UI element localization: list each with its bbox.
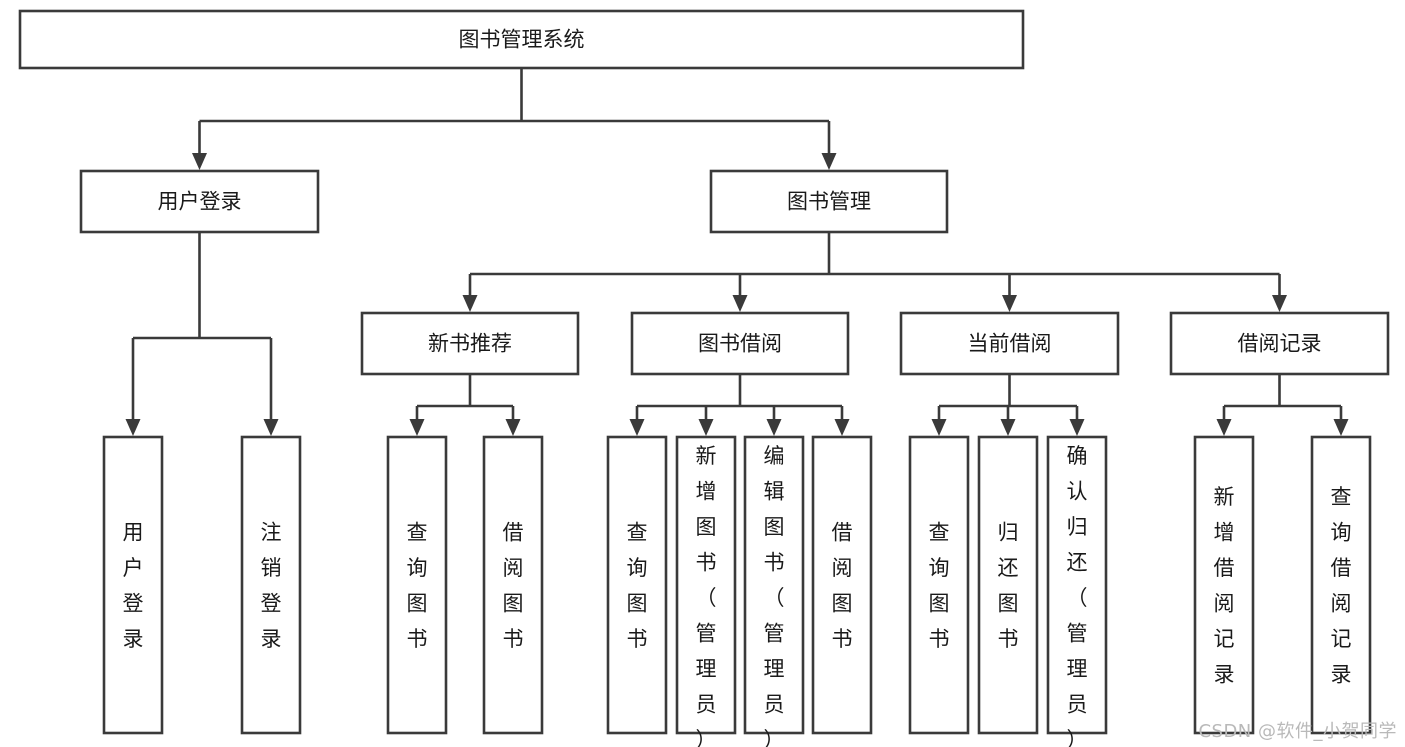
connectors-layer (125, 68, 1349, 436)
node-borrow-add-book[interactable]: 新增图书（管理员） (675, 435, 737, 747)
nodes-layer: 图书管理系统用户登录用户登录注销登录图书管理新书推荐查询图书借阅图书图书借阅查询… (18, 9, 1390, 747)
arrow-head-icon (1069, 419, 1085, 436)
node-label-borrow-record: 借阅记录 (1238, 332, 1322, 356)
node-label-book-management: 图书管理 (787, 190, 871, 214)
arrow-head-icon (1000, 419, 1016, 436)
arrow-head-icon (462, 295, 478, 312)
arrow-head-icon (263, 419, 279, 436)
node-recommend-borrow-book[interactable]: 借阅图书 (482, 435, 544, 735)
arrow-head-icon (698, 419, 714, 436)
node-label-current-borrow: 当前借阅 (968, 332, 1052, 356)
node-current-return-book[interactable]: 归还图书 (977, 435, 1039, 735)
node-book-management[interactable]: 图书管理 (709, 169, 949, 234)
node-label-user-login-leaf: 用户登录 (123, 521, 144, 652)
arrow-head-icon (629, 419, 645, 436)
node-box-recommend-query-book[interactable] (386, 435, 448, 735)
node-label-root: 图书管理系统 (459, 28, 585, 52)
node-label-recommend-query-book: 查询图书 (407, 521, 428, 652)
arrow-head-icon (821, 153, 837, 170)
node-record-add[interactable]: 新增借阅记录 (1193, 435, 1255, 735)
node-root[interactable]: 图书管理系统 (18, 9, 1025, 70)
node-label-recommend-borrow-book: 借阅图书 (503, 521, 524, 652)
node-box-borrow-edit-book[interactable] (743, 435, 805, 735)
node-box-record-add[interactable] (1193, 435, 1255, 735)
node-label-user-logout-leaf: 注销登录 (261, 521, 282, 652)
arrow-head-icon (1333, 419, 1349, 436)
node-box-book-management[interactable] (709, 169, 949, 234)
node-box-new-book-recommend[interactable] (360, 311, 580, 376)
node-current-confirm-return[interactable]: 确认归还（管理员） (1046, 435, 1108, 747)
node-new-book-recommend[interactable]: 新书推荐 (360, 311, 580, 376)
node-label-borrow-add-book: 新增图书（管理员） (696, 444, 717, 747)
arrow-head-icon (409, 419, 425, 436)
node-box-current-return-book[interactable] (977, 435, 1039, 735)
node-box-borrow-query-book[interactable] (606, 435, 668, 735)
node-user-login-leaf[interactable]: 用户登录 (102, 435, 164, 735)
arrow-head-icon (1002, 295, 1017, 312)
node-box-borrow-add-book[interactable] (675, 435, 737, 735)
node-label-current-return-book: 归还图书 (998, 521, 1019, 652)
node-label-record-query: 查询借阅记录 (1331, 485, 1352, 687)
node-box-book-borrow[interactable] (630, 311, 850, 376)
node-box-user-logout-leaf[interactable] (240, 435, 302, 735)
node-current-query-book[interactable]: 查询图书 (908, 435, 970, 735)
node-borrow-borrow-book[interactable]: 借阅图书 (811, 435, 873, 735)
node-box-record-query[interactable] (1310, 435, 1372, 735)
arrow-head-icon (732, 295, 748, 312)
node-box-borrow-borrow-book[interactable] (811, 435, 873, 735)
node-box-user-login[interactable] (79, 169, 320, 234)
node-borrow-query-book[interactable]: 查询图书 (606, 435, 668, 735)
arrow-head-icon (834, 419, 850, 436)
node-label-book-borrow: 图书借阅 (698, 332, 782, 356)
node-label-current-confirm-return: 确认归还（管理员） (1067, 444, 1088, 747)
node-label-borrow-borrow-book: 借阅图书 (832, 521, 853, 652)
arrow-head-icon (931, 419, 947, 436)
node-user-logout-leaf[interactable]: 注销登录 (240, 435, 302, 735)
node-current-borrow[interactable]: 当前借阅 (899, 311, 1120, 376)
node-box-user-login-leaf[interactable] (102, 435, 164, 735)
arrow-head-icon (766, 419, 782, 436)
node-box-current-confirm-return[interactable] (1046, 435, 1108, 735)
node-borrow-record[interactable]: 借阅记录 (1169, 311, 1390, 376)
arrow-head-icon (125, 419, 141, 436)
node-borrow-edit-book[interactable]: 编辑图书（管理员） (743, 435, 805, 747)
node-box-root[interactable] (18, 9, 1025, 70)
arrow-head-icon (1216, 419, 1232, 436)
arrow-head-icon (192, 153, 207, 170)
node-box-borrow-record[interactable] (1169, 311, 1390, 376)
node-recommend-query-book[interactable]: 查询图书 (386, 435, 448, 735)
node-box-recommend-borrow-book[interactable] (482, 435, 544, 735)
node-label-new-book-recommend: 新书推荐 (428, 332, 512, 356)
node-label-borrow-query-book: 查询图书 (627, 521, 648, 652)
arrow-head-icon (1272, 295, 1287, 312)
node-user-login[interactable]: 用户登录 (79, 169, 320, 234)
node-label-record-add: 新增借阅记录 (1214, 485, 1235, 687)
node-box-current-borrow[interactable] (899, 311, 1120, 376)
node-record-query[interactable]: 查询借阅记录 (1310, 435, 1372, 735)
node-label-borrow-edit-book: 编辑图书（管理员） (764, 444, 785, 747)
node-label-user-login: 用户登录 (158, 190, 242, 214)
node-label-current-query-book: 查询图书 (929, 521, 950, 652)
node-book-borrow[interactable]: 图书借阅 (630, 311, 850, 376)
node-box-current-query-book[interactable] (908, 435, 970, 735)
arrow-head-icon (505, 419, 521, 436)
csdn-watermark: CSDN @软件_小贺同学 (1198, 721, 1397, 742)
